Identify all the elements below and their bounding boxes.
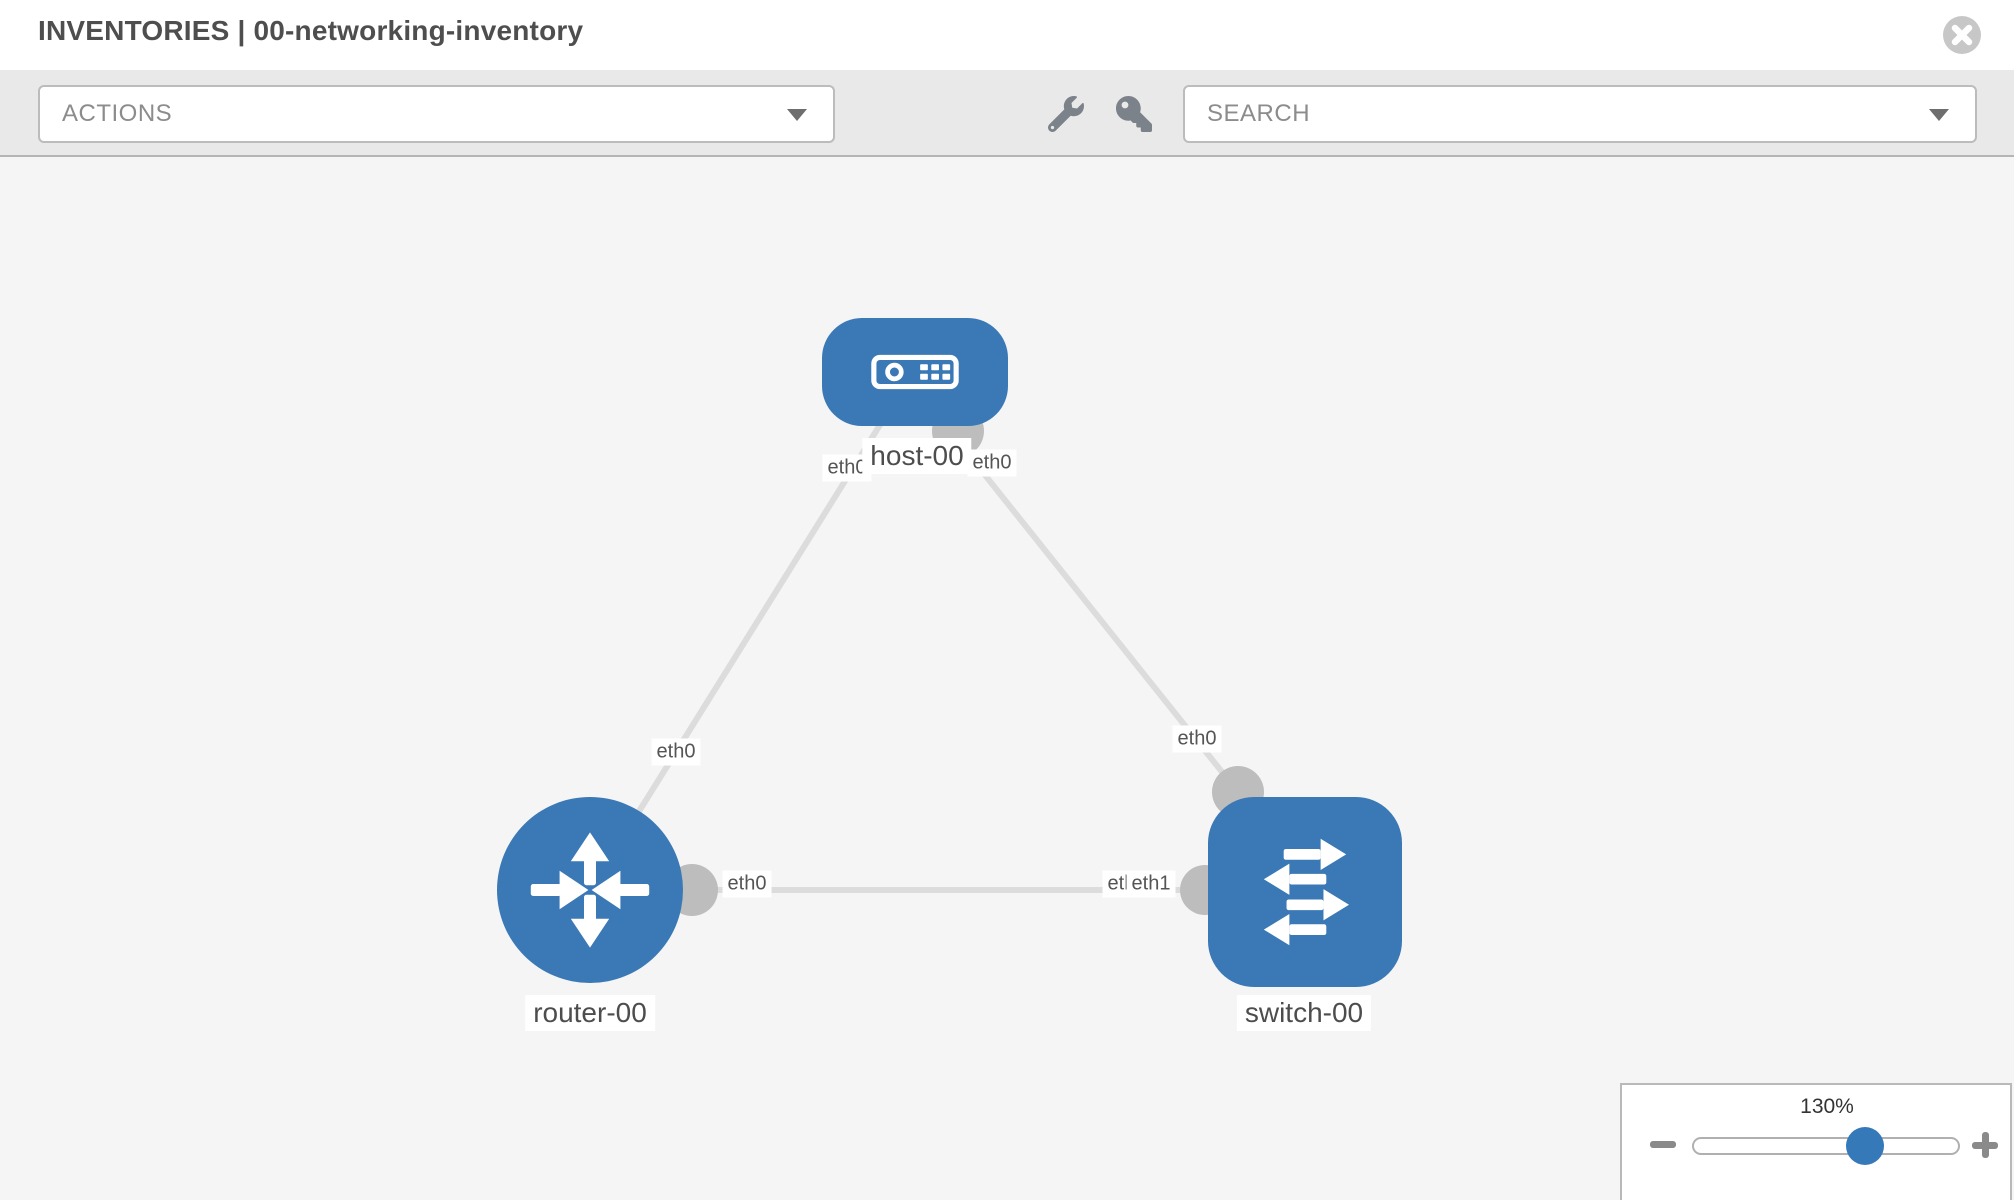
minus-icon [1650,1141,1676,1148]
topology-canvas[interactable]: eth0eth0eth0eth0eth0eth0eth1host-00route… [0,157,2014,1200]
interface-label: eth1 [1126,870,1176,898]
key-icon [1116,96,1152,132]
search-dropdown[interactable]: SEARCH [1183,85,1977,143]
node-host-00[interactable] [822,318,1008,426]
zoom-slider-thumb[interactable] [1845,1127,1884,1165]
toolbar: ACTIONS SEARCH [0,70,2014,157]
host-device-icon [871,354,959,390]
zoom-panel: 130% [1620,1083,2012,1200]
actions-dropdown[interactable]: ACTIONS [38,85,835,143]
interface-label: eth0 [1172,725,1222,753]
zoom-slider-track[interactable] [1692,1127,1960,1165]
zoom-level-value: 130% [1800,1095,1854,1118]
switch-arrows-icon [1263,838,1350,946]
interface-label: eth0 [722,870,772,898]
node-switch-00[interactable] [1208,797,1402,987]
chevron-down-icon [787,109,807,121]
close-button[interactable] [1942,15,1982,55]
header: INVENTORIES | 00-networking-inventory [0,0,2014,70]
interface-label: eth0 [651,738,701,766]
wrench-icon [1048,96,1084,132]
node-router-00[interactable] [497,797,683,983]
node-label-switch-00: switch-00 [1236,995,1372,1031]
chevron-down-icon [1929,109,1949,121]
router-arrows-icon [530,832,650,948]
actions-dropdown-label: ACTIONS [62,100,173,127]
page-title: INVENTORIES | 00-networking-inventory [38,15,584,46]
node-label-host-00: host-00 [862,438,972,474]
node-label-router-00: router-00 [525,995,655,1031]
search-label: SEARCH [1207,100,1311,127]
topology-graph [587,405,1305,916]
key-button[interactable] [1110,90,1158,138]
tools-button[interactable] [1042,90,1090,138]
plus-icon [1981,1132,1989,1158]
zoom-in-button[interactable] [1972,1132,2002,1158]
zoom-out-button[interactable] [1650,1132,1680,1156]
interface-label: eth0 [967,449,1017,477]
close-icon [1943,16,1981,54]
